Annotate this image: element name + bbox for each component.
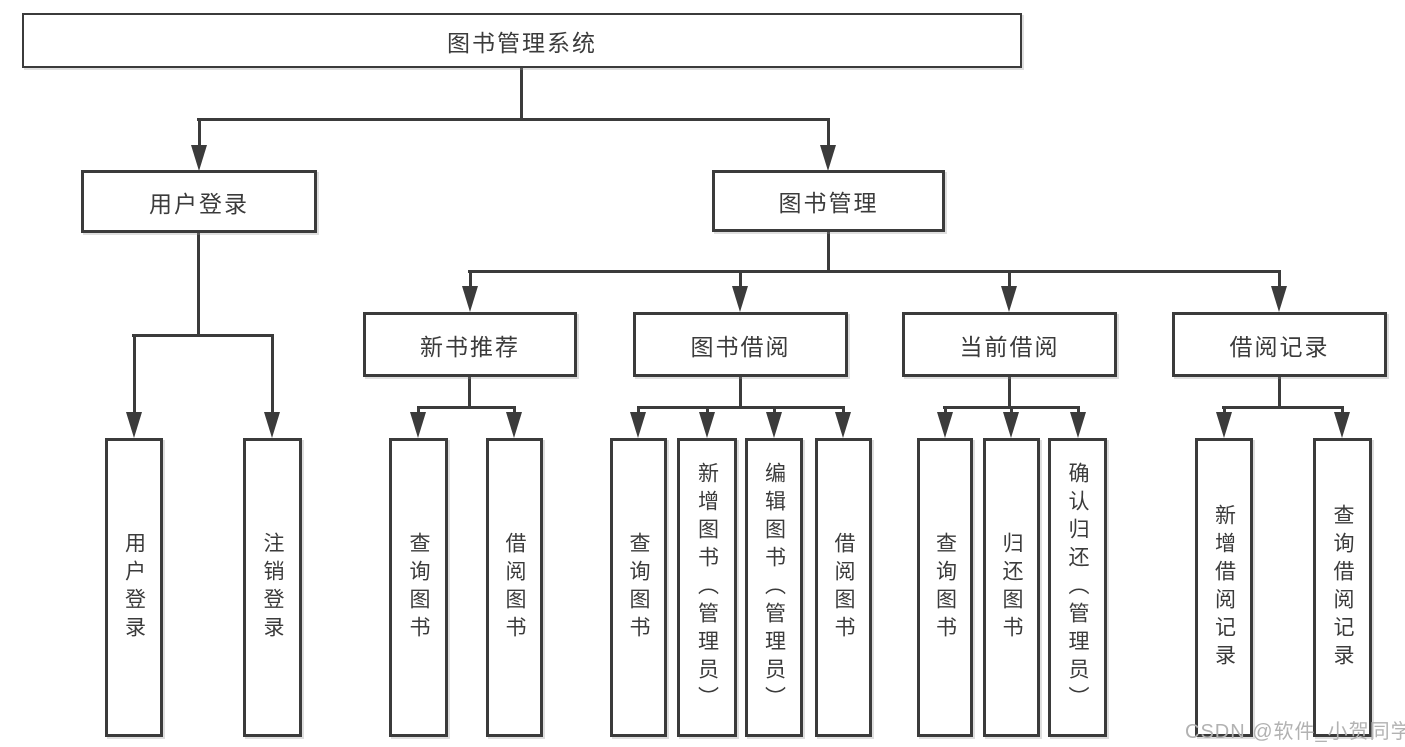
leaf-user-login-label: 用户登录 xyxy=(122,531,146,644)
leaf-borrow-book-1-label: 借阅图书 xyxy=(503,531,526,644)
connector-level3-branch xyxy=(468,270,1281,273)
leaf-query-book-1: 查询图书 xyxy=(389,438,448,737)
leaf-borrow-book-1: 借阅图书 xyxy=(486,438,543,737)
arrow-to-return-book xyxy=(1003,406,1019,438)
arrow-to-add-borrow-record xyxy=(1216,406,1232,438)
leaf-user-login: 用户登录 xyxy=(105,438,163,737)
arrow-to-query-book-3 xyxy=(937,406,953,438)
node-user-login-label: 用户登录 xyxy=(149,190,249,217)
leaf-query-book-3-label: 查询图书 xyxy=(933,531,957,644)
leaf-logout-label: 注销登录 xyxy=(261,531,284,644)
arrow-to-new-book-recommend xyxy=(462,270,478,312)
arrow-to-book-borrow xyxy=(732,270,748,312)
arrow-to-leaf-user-login xyxy=(126,334,142,438)
leaf-return-book: 归还图书 xyxy=(983,438,1040,737)
arrow-to-confirm-return xyxy=(1070,406,1086,438)
leaf-borrow-book-2: 借阅图书 xyxy=(815,438,872,737)
leaf-query-book-3: 查询图书 xyxy=(917,438,973,737)
leaf-add-borrow-record: 新增借阅记录 xyxy=(1195,438,1253,737)
arrow-to-user-login xyxy=(191,118,207,171)
arrow-to-edit-book xyxy=(766,406,782,438)
connector-new-book-drop xyxy=(468,377,471,409)
node-root-label: 图书管理系统 xyxy=(447,29,597,56)
leaf-query-book-2-label: 查询图书 xyxy=(627,531,650,644)
arrow-to-borrow-book-1 xyxy=(506,406,522,438)
arrow-to-borrow-records xyxy=(1271,270,1287,312)
arrow-to-query-book-2 xyxy=(630,406,646,438)
leaf-add-borrow-record-label: 新增借阅记录 xyxy=(1212,503,1236,672)
node-new-book-recommend: 新书推荐 xyxy=(363,312,577,377)
arrow-to-current-borrow xyxy=(1001,270,1017,312)
node-current-borrow: 当前借阅 xyxy=(902,312,1117,377)
arrow-to-book-management xyxy=(820,118,836,171)
node-book-management: 图书管理 xyxy=(712,170,945,232)
connector-borrow-records-drop xyxy=(1278,377,1281,409)
leaf-add-book-admin-label: 新增图书（管理员） xyxy=(695,461,719,714)
arrow-to-query-book-1 xyxy=(410,406,426,438)
node-current-borrow-label: 当前借阅 xyxy=(959,333,1060,360)
leaf-confirm-return-admin: 确认归还（管理员） xyxy=(1048,438,1107,737)
watermark: CSDN @软件_小贺同学 xyxy=(1185,721,1405,743)
node-book-borrow: 图书借阅 xyxy=(633,312,848,377)
connector-book-borrow-branch xyxy=(637,406,845,409)
leaf-add-book-admin: 新增图书（管理员） xyxy=(677,438,737,737)
leaf-query-borrow-record: 查询借阅记录 xyxy=(1313,438,1372,737)
connector-user-login-branch xyxy=(132,334,274,337)
arrow-to-borrow-book-2 xyxy=(835,406,851,438)
arrow-to-add-book xyxy=(699,406,715,438)
connector-root-trunk xyxy=(520,68,523,121)
connector-book-borrow-drop xyxy=(739,377,742,409)
connector-level2-branch xyxy=(197,118,830,121)
leaf-edit-book-admin: 编辑图书（管理员） xyxy=(745,438,803,737)
node-borrow-records-label: 借阅记录 xyxy=(1229,333,1330,360)
leaf-edit-book-admin-label: 编辑图书（管理员） xyxy=(762,461,786,714)
leaf-query-borrow-record-label: 查询借阅记录 xyxy=(1331,503,1354,672)
node-borrow-records: 借阅记录 xyxy=(1172,312,1387,377)
leaf-logout: 注销登录 xyxy=(243,438,302,737)
leaf-confirm-return-admin-label: 确认归还（管理员） xyxy=(1066,461,1089,714)
connector-book-management-drop xyxy=(827,232,830,273)
leaf-return-book-label: 归还图书 xyxy=(1000,531,1023,644)
node-book-management-label: 图书管理 xyxy=(778,190,879,216)
leaf-query-book-2: 查询图书 xyxy=(610,438,667,737)
connector-current-borrow-drop xyxy=(1008,377,1011,409)
node-book-borrow-label: 图书借阅 xyxy=(690,333,791,360)
leaf-query-book-1-label: 查询图书 xyxy=(407,531,430,644)
node-user-login: 用户登录 xyxy=(81,170,317,233)
arrow-to-query-borrow-record xyxy=(1334,406,1350,438)
leaf-borrow-book-2-label: 借阅图书 xyxy=(832,531,855,644)
node-root: 图书管理系统 xyxy=(22,13,1022,68)
connector-borrow-records-branch xyxy=(1222,406,1344,409)
connector-user-login-drop xyxy=(197,233,200,337)
connector-new-book-branch xyxy=(417,406,516,409)
node-new-book-recommend-label: 新书推荐 xyxy=(420,333,520,360)
arrow-to-leaf-logout xyxy=(264,334,280,438)
